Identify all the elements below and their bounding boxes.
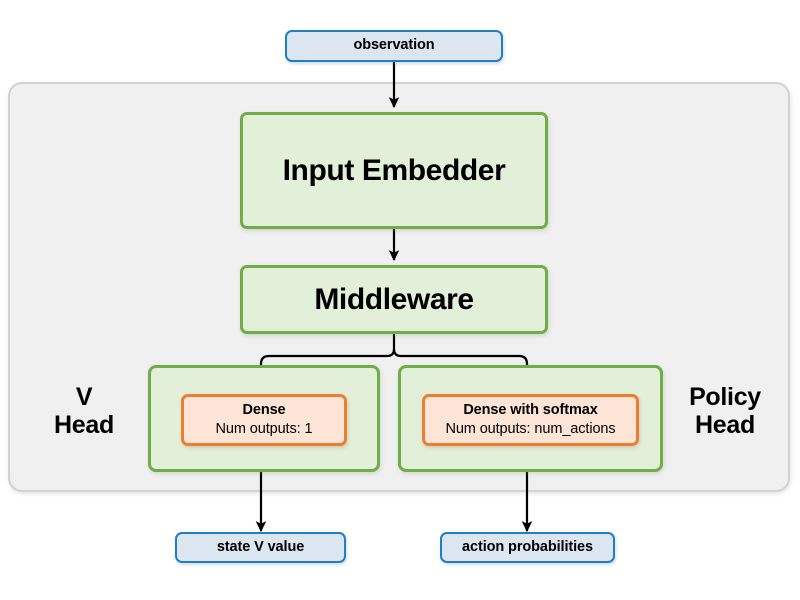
node-policy-head-dense-subtitle: Num outputs: num_actions [445, 421, 616, 437]
node-observation-label: observation [353, 37, 435, 54]
node-v-head-dense-title: Dense [242, 401, 286, 418]
node-action-probabilities-label: action probabilities [462, 538, 593, 555]
node-middleware[interactable]: Middleware [240, 265, 548, 334]
caption-v-head-line2: Head [54, 411, 114, 439]
group-v-head[interactable]: Dense Num outputs: 1 [148, 365, 380, 472]
caption-policy-head: Policy Head [665, 383, 785, 439]
caption-v-head: V Head [28, 383, 140, 439]
node-state-v-value[interactable]: state V value [175, 532, 346, 563]
node-state-v-value-label: state V value [216, 538, 305, 555]
group-policy-head[interactable]: Dense with softmax Num outputs: num_acti… [398, 365, 663, 472]
node-v-head-dense[interactable]: Dense Num outputs: 1 [181, 394, 347, 446]
caption-policy-head-line1: Policy [689, 383, 761, 411]
node-policy-head-dense-title: Dense with softmax [463, 401, 598, 418]
node-v-head-dense-subtitle: Num outputs: 1 [215, 421, 313, 437]
node-input-embedder[interactable]: Input Embedder [240, 112, 548, 229]
caption-v-head-line1: V [75, 383, 93, 411]
node-policy-head-dense[interactable]: Dense with softmax Num outputs: num_acti… [422, 394, 639, 446]
node-middleware-label: Middleware [314, 282, 474, 316]
node-observation[interactable]: observation [285, 30, 503, 62]
node-action-probabilities[interactable]: action probabilities [440, 532, 615, 563]
node-input-embedder-label: Input Embedder [282, 153, 506, 187]
caption-policy-head-line2: Head [695, 411, 755, 439]
